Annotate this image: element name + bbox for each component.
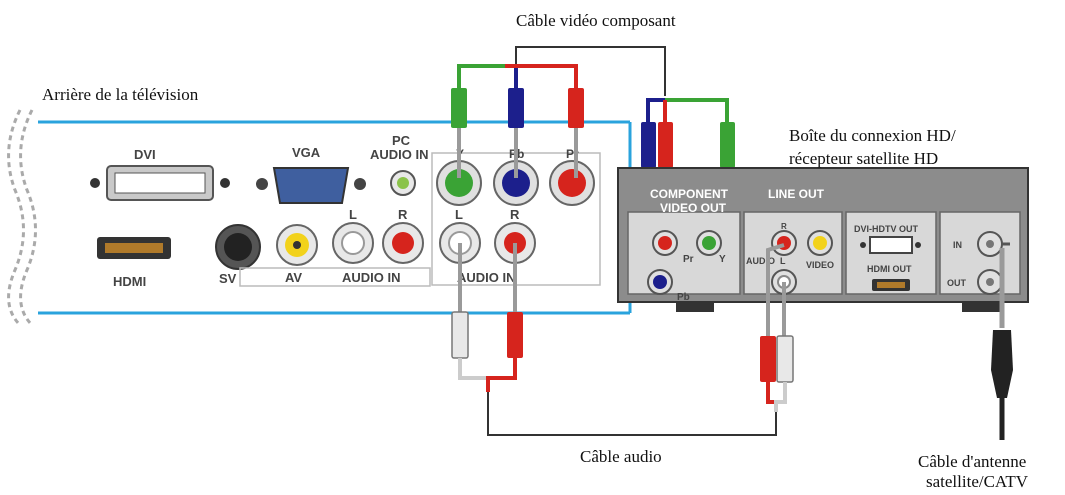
tv-audio-l-label: L bbox=[349, 207, 357, 222]
tv-back-panel: DVI VGA PC AUDIO IN HDMI SV AV L R bbox=[7, 109, 632, 327]
tv-pr-jack-color bbox=[558, 169, 586, 197]
tv-audio-in-label: AUDIO IN bbox=[342, 270, 401, 285]
box-line-out-label: LINE OUT bbox=[768, 187, 825, 201]
tv-vga-port bbox=[272, 167, 350, 204]
component-plug-pb-tv bbox=[508, 88, 524, 128]
box-dvi-port bbox=[869, 236, 913, 254]
tv-av-jack-pin bbox=[293, 241, 301, 249]
box-caption-line2: récepteur satellite HD bbox=[789, 149, 938, 168]
audio-cable-caption: Câble audio bbox=[580, 447, 662, 466]
tv-vga-label: VGA bbox=[292, 145, 321, 160]
tv-av-label: AV bbox=[285, 270, 302, 285]
box-audio-r-label: R bbox=[781, 222, 787, 231]
component-plug-pb-box bbox=[641, 122, 656, 168]
tv-dvi-label: DVI bbox=[134, 147, 156, 162]
box-component-label: COMPONENT bbox=[650, 187, 729, 201]
tv-sv-inner bbox=[224, 233, 252, 261]
tv-audio-r-label: R bbox=[398, 207, 408, 222]
box-pr-jack-color bbox=[658, 236, 672, 250]
audio-wire-l-box bbox=[774, 382, 787, 412]
tv-audio-r-inner bbox=[392, 232, 414, 254]
component-cable-bracket bbox=[515, 46, 666, 96]
box-pb-jack-color bbox=[653, 275, 667, 289]
audio-plug-l-box bbox=[776, 335, 794, 383]
audio-cable-bracket bbox=[487, 392, 777, 436]
box-caption-line1: Boîte du connexion HD/ bbox=[789, 126, 956, 145]
box-foot-left bbox=[676, 302, 714, 312]
tv-y-jack-color bbox=[445, 169, 473, 197]
tv-edge-dashed bbox=[7, 109, 25, 327]
audio-wire-r-box bbox=[766, 382, 776, 404]
antenna-cable bbox=[991, 242, 1013, 440]
box-audio-label: AUDIO bbox=[746, 256, 775, 266]
tv-pb-jack-color bbox=[502, 169, 530, 197]
tv-dvi-screw-left bbox=[90, 178, 100, 188]
box-video-label: VIDEO bbox=[806, 260, 834, 270]
hd-receiver-box: COMPONENT VIDEO OUT LINE OUT Pr Y Pb R A… bbox=[617, 167, 1029, 312]
audio-wire-l-tv bbox=[458, 358, 488, 380]
tv-dvi-screw-right bbox=[220, 178, 230, 188]
tv-audio2-in-label: AUDIO IN bbox=[457, 270, 516, 285]
tv-audio-group-box bbox=[239, 267, 431, 287]
tv-sv-label: SV bbox=[219, 271, 237, 286]
tv-pc-label: PC bbox=[392, 133, 411, 148]
box-audio-l-label: L bbox=[780, 256, 786, 266]
component-plug-pr-tv bbox=[568, 88, 584, 128]
tv-hdmi-label: HDMI bbox=[113, 274, 146, 289]
tv-audio-l-inner bbox=[341, 231, 365, 255]
box-y-jack-color bbox=[702, 236, 716, 250]
box-dvi-screw-right bbox=[915, 242, 921, 248]
component-blue-wire-box bbox=[646, 98, 665, 126]
tv-pc-audio-label: AUDIO IN bbox=[370, 147, 429, 162]
box-video-out-label: VIDEO OUT bbox=[660, 201, 727, 215]
box-y-label: Y bbox=[719, 254, 726, 265]
tv-hdmi-contacts bbox=[105, 243, 163, 253]
audio-plug-r-box bbox=[760, 336, 776, 382]
box-out-label: OUT bbox=[947, 278, 967, 288]
tv-audio2-l-label: L bbox=[455, 207, 463, 222]
tv-audio2-r-label: R bbox=[510, 207, 520, 222]
tv-pc-audio-jack-inner bbox=[397, 177, 409, 189]
box-in-jack-pin bbox=[986, 240, 994, 248]
tv-edge-dashed-2 bbox=[19, 109, 37, 327]
audio-cable bbox=[451, 243, 794, 436]
box-dvi-hdtv-label: DVI-HDTV OUT bbox=[854, 224, 919, 234]
box-out-jack-pin bbox=[986, 278, 994, 286]
box-dvi-screw-left bbox=[860, 242, 866, 248]
component-cable-caption: Câble vidéo composant bbox=[516, 11, 676, 30]
box-hdmi-out-label: HDMI OUT bbox=[867, 264, 912, 274]
component-plug-y-tv bbox=[451, 88, 467, 128]
box-foot-right bbox=[962, 302, 1000, 312]
antenna-caption-line1: Câble d'antenne bbox=[918, 452, 1026, 471]
tv-vga-screw-left bbox=[256, 178, 268, 190]
box-pb-label: Pb bbox=[677, 292, 690, 303]
box-video-jack-color bbox=[813, 236, 827, 250]
box-pr-label: Pr bbox=[683, 254, 694, 265]
box-component-panel bbox=[627, 211, 741, 295]
component-plug-pr-box bbox=[658, 122, 673, 168]
antenna-plug-body bbox=[991, 330, 1013, 398]
audio-plug-l-tv bbox=[451, 311, 469, 359]
tv-vga-screw-right bbox=[354, 178, 366, 190]
tv-dvi-pins bbox=[114, 172, 206, 194]
component-plug-y-box bbox=[720, 122, 735, 168]
box-in-label: IN bbox=[953, 240, 962, 250]
audio-plug-r-tv bbox=[507, 312, 523, 358]
box-hdmi-contacts bbox=[877, 282, 905, 288]
antenna-caption-line2: satellite/CATV bbox=[926, 472, 1029, 491]
audio-pin-r-box bbox=[766, 243, 785, 338]
tv-back-caption: Arrière de la télévision bbox=[42, 85, 199, 104]
audio-wire-r-tv bbox=[486, 358, 517, 392]
